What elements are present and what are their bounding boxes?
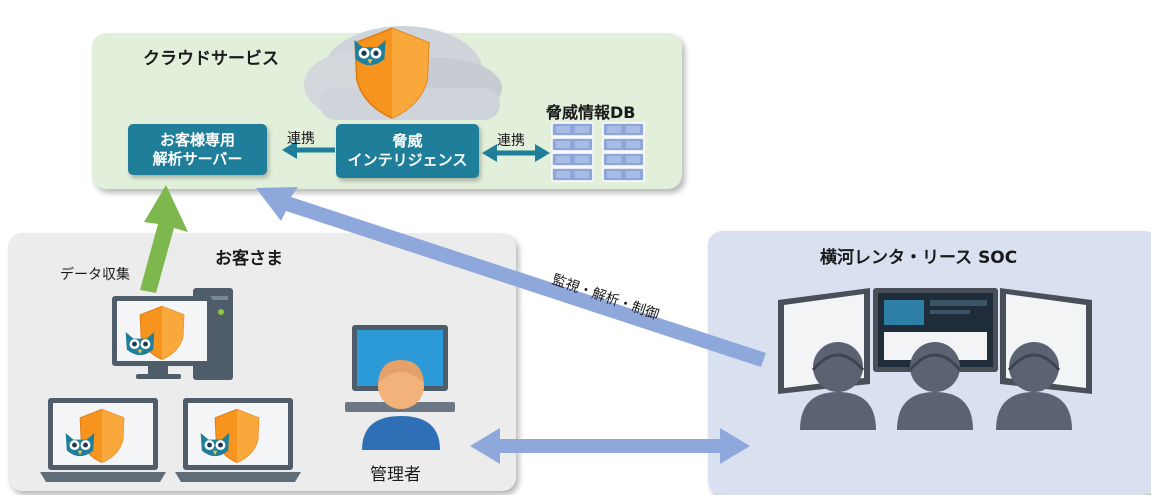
threat-intelligence-box: 脅威 インテリジェンス <box>336 124 479 178</box>
soc-title: 横河レンタ・リース SOC <box>820 248 1018 268</box>
link-label-right: 連携 <box>497 133 525 149</box>
soc-operators-icon <box>800 342 1072 430</box>
administrator-person-icon <box>362 360 440 450</box>
link-arrow-left <box>282 141 335 159</box>
link-label-left: 連携 <box>287 131 315 147</box>
data-collection-arrow <box>140 185 188 293</box>
analysis-server-box: お客様専用 解析サーバー <box>128 124 267 175</box>
threat-intelligence-line2: インテリジェンス <box>347 151 468 169</box>
soc-headsets-icon <box>811 353 1061 371</box>
admin-soc-double-arrow <box>470 428 750 464</box>
threat-db-label: 脅威情報DB <box>546 103 636 122</box>
cloud-service-title: クラウドサービス <box>143 49 279 69</box>
data-collection-label: データ収集 <box>60 267 130 283</box>
threat-intelligence-line1: 脅威 <box>392 132 423 150</box>
link-arrow-right <box>482 144 550 162</box>
database-icon <box>551 122 645 182</box>
customer-title: お客さま <box>215 249 283 269</box>
monitoring-arrow <box>256 187 766 367</box>
administrator-label: 管理者 <box>370 465 421 485</box>
analysis-server-line2: 解析サーバー <box>152 149 243 168</box>
analysis-server-line1: お客様専用 <box>159 130 235 149</box>
